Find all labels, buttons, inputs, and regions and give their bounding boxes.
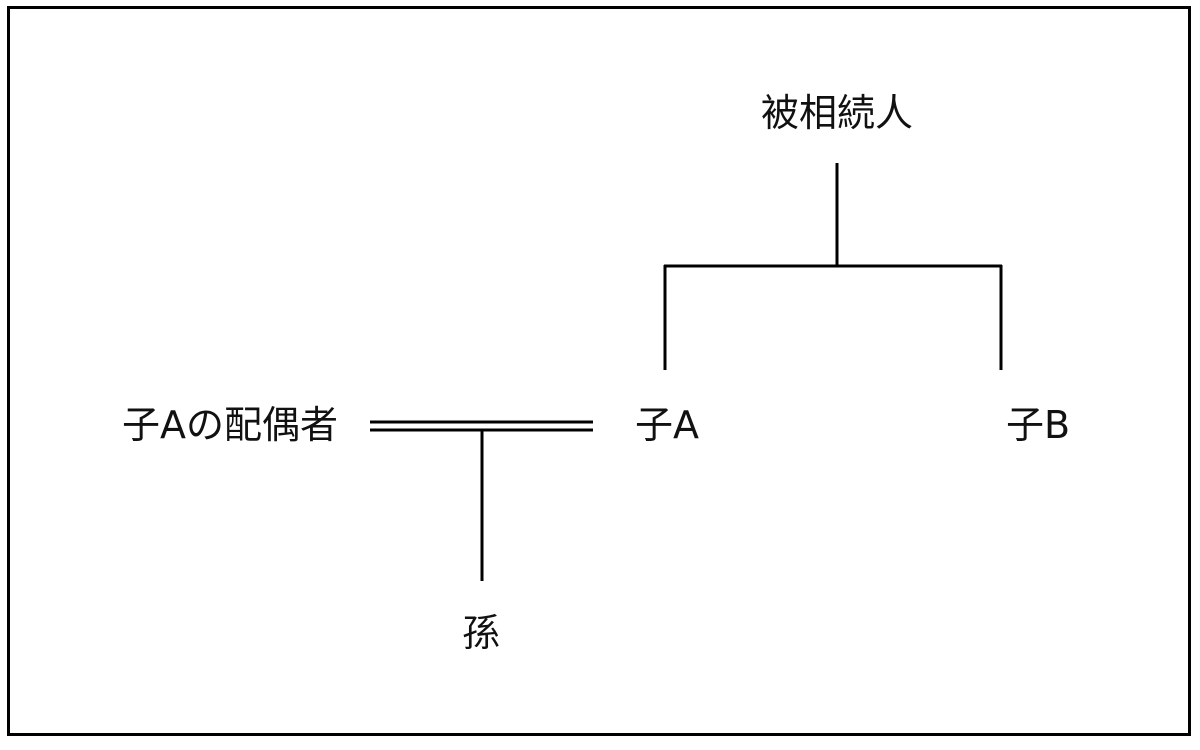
- node-child-b: 子B: [1005, 403, 1071, 447]
- node-spouse-of-child-a: 子Aの配偶者: [122, 403, 338, 447]
- node-grandchild: 孫: [461, 611, 501, 655]
- node-child-a: 子A: [635, 403, 699, 447]
- node-decedent: 被相続人: [760, 91, 914, 135]
- diagram-frame: [7, 6, 1191, 736]
